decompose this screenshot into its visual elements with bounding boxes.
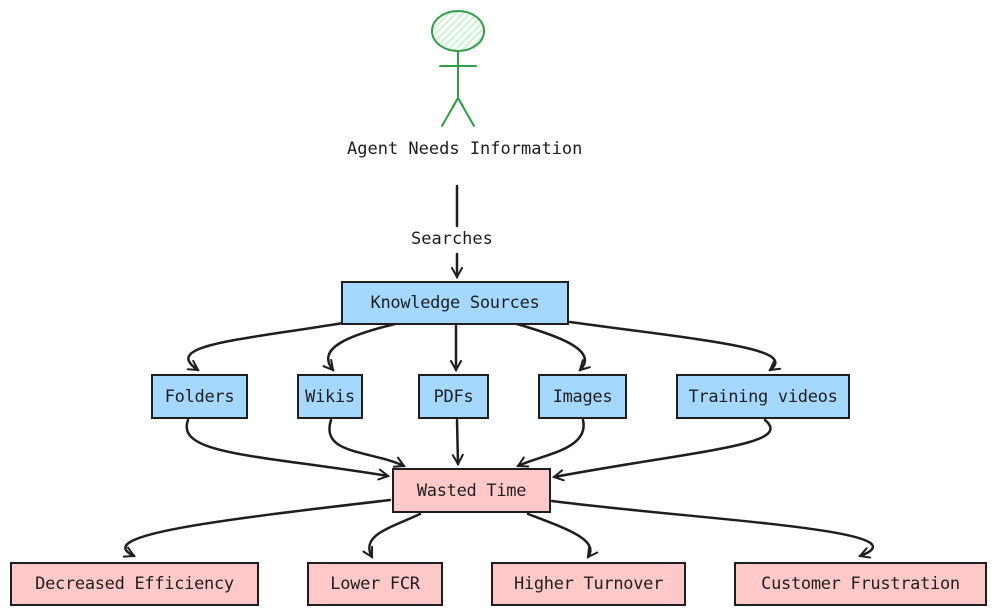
node-pdfs[interactable]: PDFs <box>418 374 489 419</box>
node-label: Wikis <box>305 386 355 407</box>
node-label: Decreased Efficiency <box>35 574 234 594</box>
node-images[interactable]: Images <box>538 374 627 419</box>
edge-pdfs-to-wasted <box>457 418 458 464</box>
edge-wikis-to-wasted <box>328 418 404 466</box>
node-folders[interactable]: Folders <box>151 374 248 419</box>
edge-hub-to-wikis <box>328 322 397 370</box>
node-lower-fcr[interactable]: Lower FCR <box>307 562 443 606</box>
edge-training-to-wasted <box>554 418 772 477</box>
node-decreased-efficiency[interactable]: Decreased Efficiency <box>10 562 259 606</box>
node-label: Images <box>552 386 613 407</box>
edge-hub-to-training-videos <box>568 320 775 372</box>
actor-label: Agent Needs Information <box>347 139 583 159</box>
node-label: Higher Turnover <box>513 574 664 594</box>
edge-images-to-wasted <box>518 418 585 466</box>
node-customer-frustration[interactable]: Customer Frustration <box>734 562 987 606</box>
node-label: Training videos <box>688 386 838 407</box>
stick-figure-legs <box>441 97 475 127</box>
edge-folders-to-wasted <box>185 418 388 476</box>
node-wikis[interactable]: Wikis <box>297 374 363 419</box>
edge-wasted-to-frustration <box>550 499 875 556</box>
node-label: PDFs <box>433 386 474 407</box>
node-label: Customer Frustration <box>761 574 960 594</box>
edge-wasted-to-lower-fcr <box>369 512 422 557</box>
node-label: Lower FCR <box>330 574 420 594</box>
node-training-videos[interactable]: Training videos <box>676 374 850 419</box>
node-label: Wasted Time <box>416 480 527 501</box>
edge-wasted-to-efficiency <box>125 498 392 556</box>
node-higher-turnover[interactable]: Higher Turnover <box>491 562 686 606</box>
node-wasted-time[interactable]: Wasted Time <box>392 468 551 513</box>
node-label: Knowledge Sources <box>370 293 540 313</box>
edge-wasted-to-turnover <box>526 512 590 557</box>
node-knowledge-sources[interactable]: Knowledge Sources <box>341 281 569 325</box>
edge-label-searches: Searches <box>411 229 493 249</box>
node-label: Folders <box>164 386 235 407</box>
edge-hub-to-folders <box>188 321 345 372</box>
edge-hub-to-images <box>515 322 585 370</box>
